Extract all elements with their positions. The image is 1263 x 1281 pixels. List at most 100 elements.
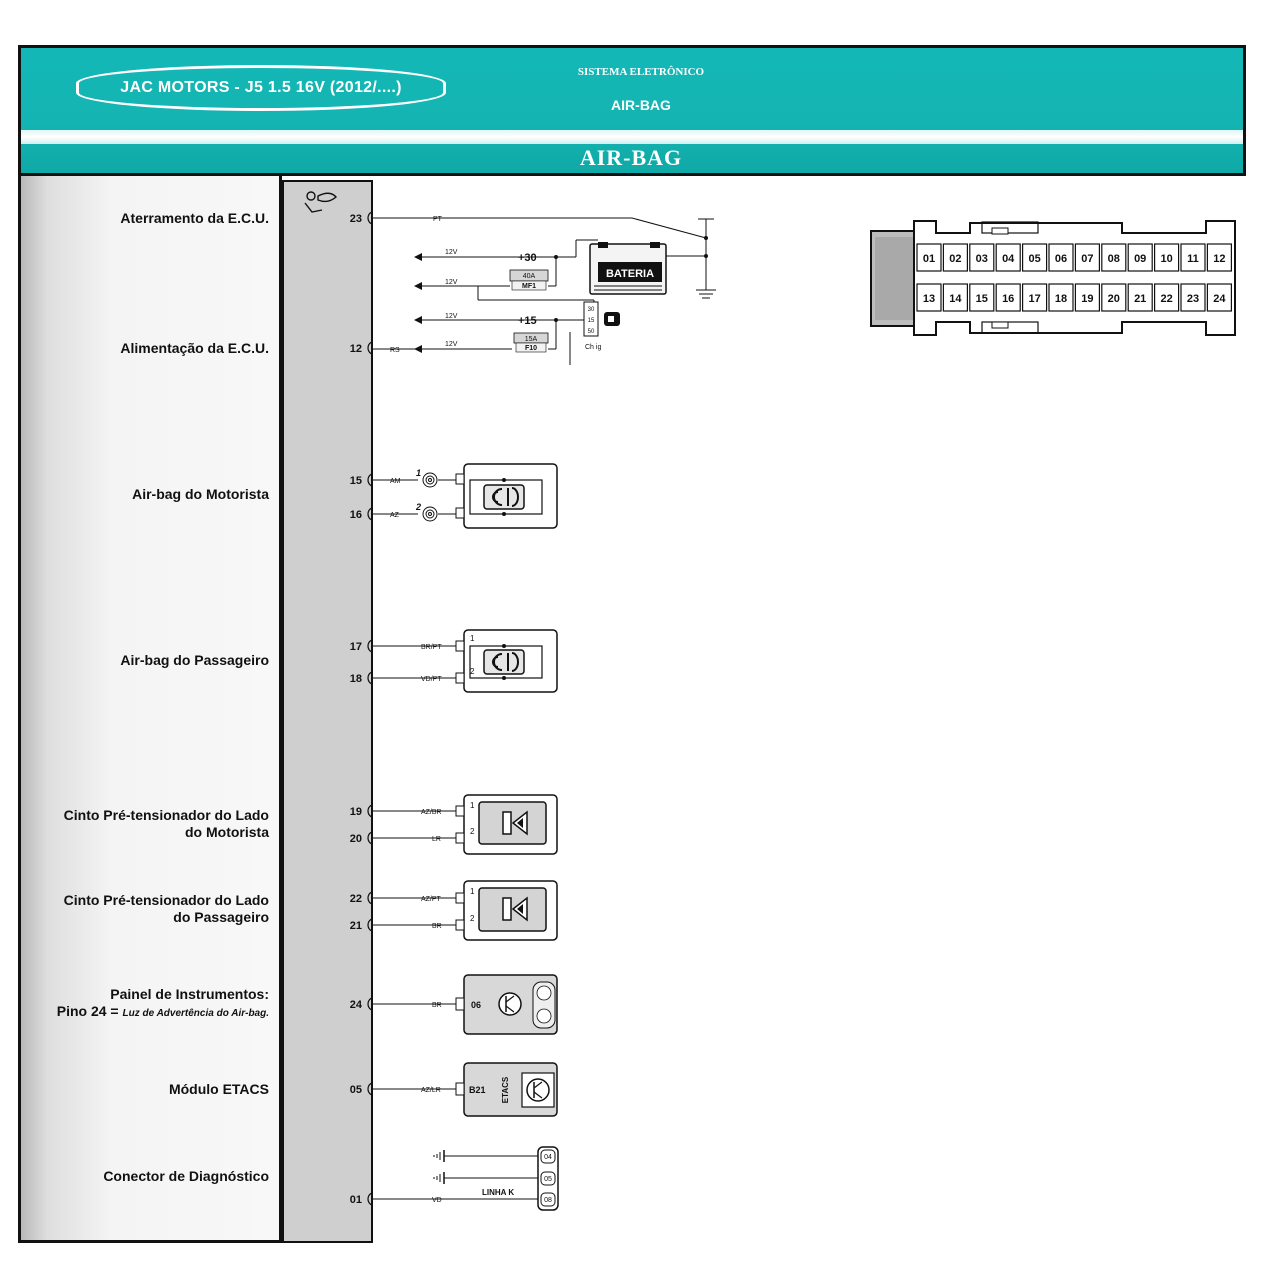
passenger-pretensioner-wiring (373, 897, 456, 926)
svg-text:2: 2 (470, 914, 475, 923)
connector-pin-cell (1206, 243, 1233, 272)
wire-pt: PT (433, 216, 443, 223)
svg-text:Ch ig: Ch ig (585, 344, 601, 351)
connector-pin-label: 09 (1134, 253, 1146, 265)
wire-rs: RS (390, 347, 400, 354)
pin-18: 18 (350, 673, 362, 685)
connector-pin-cell (942, 243, 969, 272)
pin-24: 24 (350, 999, 363, 1011)
connector-pin-cell (1074, 283, 1101, 312)
connector-pin-label: 23 (1187, 293, 1199, 305)
pin-21: 21 (350, 920, 362, 932)
connector-pin-cell (1127, 243, 1153, 272)
connector-pin-cell (942, 283, 969, 312)
passenger-airbag-module: 1 2 (455, 629, 558, 693)
svg-text:BATERIA: BATERIA (606, 268, 654, 280)
connector-pin-label: 13 (923, 293, 935, 305)
system-title: SISTEMA ELETRÔNICO (577, 66, 705, 78)
connector-pin-label: 24 (1213, 293, 1226, 305)
connector-pin-label: 15 (976, 293, 988, 305)
label-passenger-airbag: Air-bag do Passageiro (120, 652, 269, 668)
header-banner: JAC MOTORS - J5 1.5 16V (2012/....) SIST… (18, 45, 1246, 176)
wire-am: AM (390, 478, 401, 485)
connector-pin-cell (1180, 243, 1206, 272)
connector-pin-label: 11 (1187, 253, 1199, 265)
svg-text:30: 30 (588, 307, 595, 313)
connector-pin-cell (1101, 283, 1127, 312)
connector-pin-label: 10 (1160, 253, 1172, 265)
driver-pretensioner-module: 1 2 (455, 794, 558, 855)
connector-pin-cell (1180, 283, 1206, 312)
connector-pin-label: 01 (923, 253, 935, 265)
ignition-switch: 30 15 50 Ch ig (583, 301, 620, 351)
connector-pin-cell (1048, 243, 1074, 272)
wire-br-pt: BR/PT (421, 644, 442, 651)
svg-text:2: 2 (470, 827, 475, 836)
diagnostic-connector (373, 1146, 559, 1211)
label-driver-airbag: Air-bag do Motorista (132, 486, 269, 502)
svg-text:F10: F10 (525, 345, 537, 352)
etacs-module: B21 ETACS (455, 1062, 558, 1117)
v12-d: 12V (445, 341, 458, 348)
wire-az-pt: AZ/PT (421, 896, 442, 903)
ecu-module (282, 180, 373, 1243)
connector-pin-label: 22 (1160, 293, 1172, 305)
connector-pin-label: 02 (949, 253, 961, 265)
pin-20: 20 (350, 833, 362, 845)
connector-pin-label: 07 (1081, 253, 1093, 265)
supply-arrows (414, 236, 708, 353)
vehicle-title: JAC MOTORS - J5 1.5 16V (2012/....) (76, 65, 446, 111)
wire-br-panel: BR (432, 1002, 442, 1009)
label-instrument-panel: Painel de Instrumentos:Pino 24 = Luz de … (56, 986, 269, 1019)
pin-12: 12 (350, 343, 362, 355)
component-label-panel: Aterramento da E.C.U. Alimentação da E.C… (18, 176, 282, 1243)
v12-c: 12V (445, 313, 458, 320)
connector-pin-cell (995, 283, 1021, 312)
svg-text:1: 1 (470, 887, 475, 896)
fuse-f10: 15A F10 (513, 332, 549, 353)
connector-pin-label: 14 (949, 293, 962, 305)
connector-pin-cell (1153, 243, 1180, 272)
battery-symbol: BATERIA (589, 242, 667, 295)
connector-pin-cell (995, 243, 1021, 272)
svg-text:B21: B21 (469, 1085, 486, 1095)
svg-text:ETACS: ETACS (501, 1076, 510, 1103)
pin-01: 01 (350, 1194, 362, 1206)
connector-pin-label: 08 (1108, 253, 1120, 265)
label-power: Alimentação da E.C.U. (120, 340, 269, 356)
connector-pin-label: 04 (1002, 253, 1015, 265)
system-subtitle: AIR-BAG (611, 97, 671, 113)
connector-pin-cell (1127, 283, 1153, 312)
diag-pin-08: 08 (544, 1197, 552, 1204)
wire-az-br: AZ/BR (421, 809, 442, 816)
svg-text:2: 2 (470, 667, 475, 676)
svg-text:50: 50 (588, 329, 595, 335)
label-etacs: Módulo ETACS (168, 1081, 269, 1097)
connector-pin-cell (969, 283, 995, 312)
pin-19: 19 (350, 806, 362, 818)
connector-pin-cell (1074, 243, 1101, 272)
connector-pin-label: 16 (1002, 293, 1014, 305)
pin-05: 05 (350, 1084, 362, 1096)
label-ground: Aterramento da E.C.U. (120, 210, 269, 226)
connector-pin-label: 19 (1081, 293, 1093, 305)
passenger-airbag-wiring (373, 645, 456, 679)
wire-br: BR (432, 923, 442, 930)
connector-pin-label: 20 (1108, 293, 1120, 305)
connector-pin-cell (1101, 243, 1127, 272)
svg-text:MF1: MF1 (522, 283, 536, 290)
connector-pin-cell (916, 283, 942, 312)
connector-pin-cell (1021, 243, 1048, 272)
fuse-mf1: 40A MF1 (509, 269, 549, 291)
clockspring-2: 2 (415, 502, 421, 512)
page-title: AIR-BAG (579, 145, 683, 170)
connector-pin-label: 18 (1055, 293, 1067, 305)
connector-pin-cell (1021, 283, 1048, 312)
wire-lr: LR (432, 836, 441, 843)
connector-pin-label: 12 (1213, 253, 1225, 265)
connector-pin-label: 17 (1028, 293, 1040, 305)
wire-vd: VD (432, 1197, 442, 1204)
